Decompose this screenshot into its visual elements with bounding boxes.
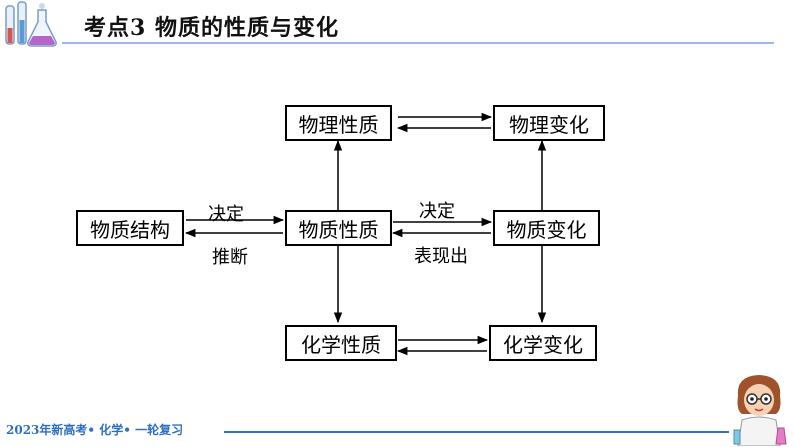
node-material-property: 物质性质 [285,210,392,246]
edge-label-property-to-structure: 推断 [212,247,248,268]
node-material-change: 物质变化 [493,210,600,246]
flask-icon [5,1,57,47]
page-title: 考点3 物质的性质与变化 [84,15,339,41]
node-physical-change: 物理变化 [493,105,605,141]
footer-divider [224,431,729,433]
footer-course-label: 2023年新高考• 化学• 一轮复习 [6,423,184,437]
node-chemical-change: 化学变化 [489,325,597,361]
node-chemical-property: 化学性质 [285,325,397,361]
node-physical-property: 物理性质 [285,105,392,141]
edge-label-property-to-change: 决定 [419,201,455,222]
edge-label-structure-to-property: 决定 [208,204,244,225]
edge-label-change-to-property: 表现出 [414,246,468,267]
scientist-mascot-icon [733,375,787,446]
header-divider [62,42,774,44]
node-material-structure: 物质结构 [76,210,184,246]
